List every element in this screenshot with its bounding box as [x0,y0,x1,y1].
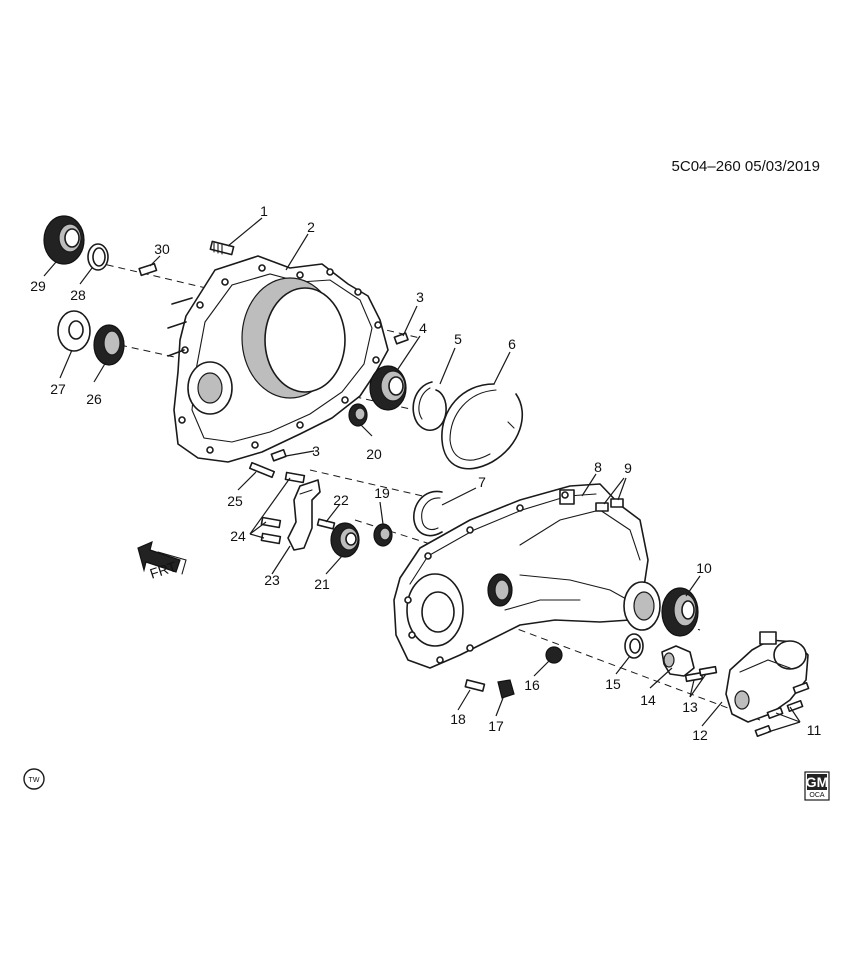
callout-11: 11 [807,722,822,738]
callout-18: 18 [450,711,466,727]
callout-20: 20 [366,446,382,462]
part-26-seal [93,324,125,366]
part-18-bolt [464,679,486,692]
part-10-seal [661,587,699,637]
callout-21: 21 [314,576,330,592]
callout-7: 7 [478,474,486,490]
callout-22: 22 [333,492,349,508]
callout-30: 30 [154,241,170,257]
callout-9: 9 [624,460,632,476]
callout-6: 6 [508,336,516,352]
part-9-vents [595,498,624,512]
housing-bolt-holes [178,264,382,454]
callout-24: 24 [230,528,246,544]
callout-26: 26 [86,391,102,407]
part-15-o-ring [624,633,644,659]
diagram-code: 5C04–260 05/03/2019 [672,158,820,175]
callout-27: 27 [50,381,66,397]
front-direction-arrow: FRT [137,540,187,582]
part-29-seal [43,215,85,265]
callout-8: 8 [594,459,602,475]
callout-14: 14 [640,692,656,708]
part-24-bolts [260,471,306,545]
part-3-dowel-lower [270,448,287,462]
callout-25: 25 [227,493,243,509]
part-22-roll-pin [316,518,336,530]
part-28-snap-ring [87,243,109,271]
part-4-bearing [369,365,407,411]
part-19-seal [373,523,393,547]
part-30-dowel [138,262,158,277]
callout-1: 1 [260,203,268,219]
rear-case-bolt-holes [404,491,569,664]
callout-5: 5 [454,331,462,347]
callout-2: 2 [307,219,315,235]
part-5-snap-ring [412,381,447,432]
part-1-stud [209,240,235,256]
callout-4: 4 [419,320,427,336]
callout-13: 13 [682,699,698,715]
callout-16: 16 [524,677,540,693]
gm-logo-sub: OCA [809,792,825,799]
callout-17: 17 [488,718,504,734]
part-27-washer [57,310,91,352]
callout-3-upper: 3 [416,289,424,305]
part-3-dowel-upper [393,332,409,345]
callout-19: 19 [374,485,390,501]
part-25-pin [248,461,276,479]
callout-12: 12 [692,727,708,743]
housing-studs [167,297,193,357]
gm-logo: GM OCA [804,771,830,801]
part-13-bolts [684,665,718,683]
part-20-seal [348,403,368,427]
part-17-plug [497,679,515,699]
callout-3-lower: 3 [312,443,320,459]
part-14-sensor [661,645,695,677]
callout-leaders [43,217,801,733]
part-6-large-snap-ring [441,383,524,470]
part-21-bearing [330,522,360,558]
callout-29: 29 [30,278,46,294]
part-16-magnet [545,646,563,664]
callout-15: 15 [605,676,621,692]
part-7-snap-ring [413,490,443,537]
callout-labels: 1 2 3 3 4 5 6 7 8 9 10 11 12 13 14 15 16… [30,203,821,743]
callout-23: 23 [264,572,280,588]
front-case-half [167,255,389,463]
callout-10: 10 [696,560,712,576]
tw-badge-label: TW [29,777,40,784]
tw-badge: TW [23,768,45,790]
callout-28: 28 [70,287,86,303]
rear-case-half [393,483,661,669]
gm-logo-brand: GM [806,774,829,790]
part-23-shift-fork [287,479,321,551]
